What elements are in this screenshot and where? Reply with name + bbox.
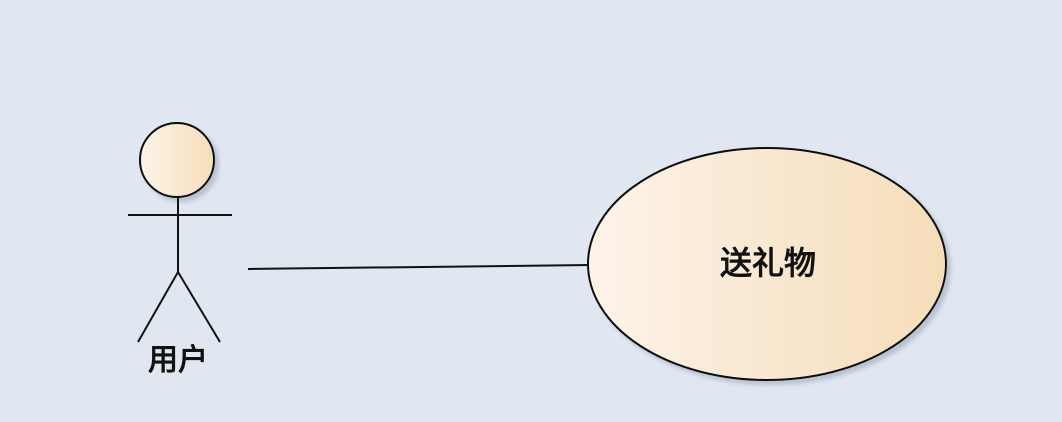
actor-left-leg xyxy=(137,271,179,343)
actor-head xyxy=(139,122,215,198)
use-case-ellipse[interactable] xyxy=(587,147,947,381)
association-line[interactable] xyxy=(247,264,591,270)
use-case-label: 送礼物 xyxy=(719,244,816,282)
actor-right-leg xyxy=(177,271,221,343)
actor-figure[interactable] xyxy=(128,122,232,343)
actor-label: 用户 xyxy=(148,343,208,378)
